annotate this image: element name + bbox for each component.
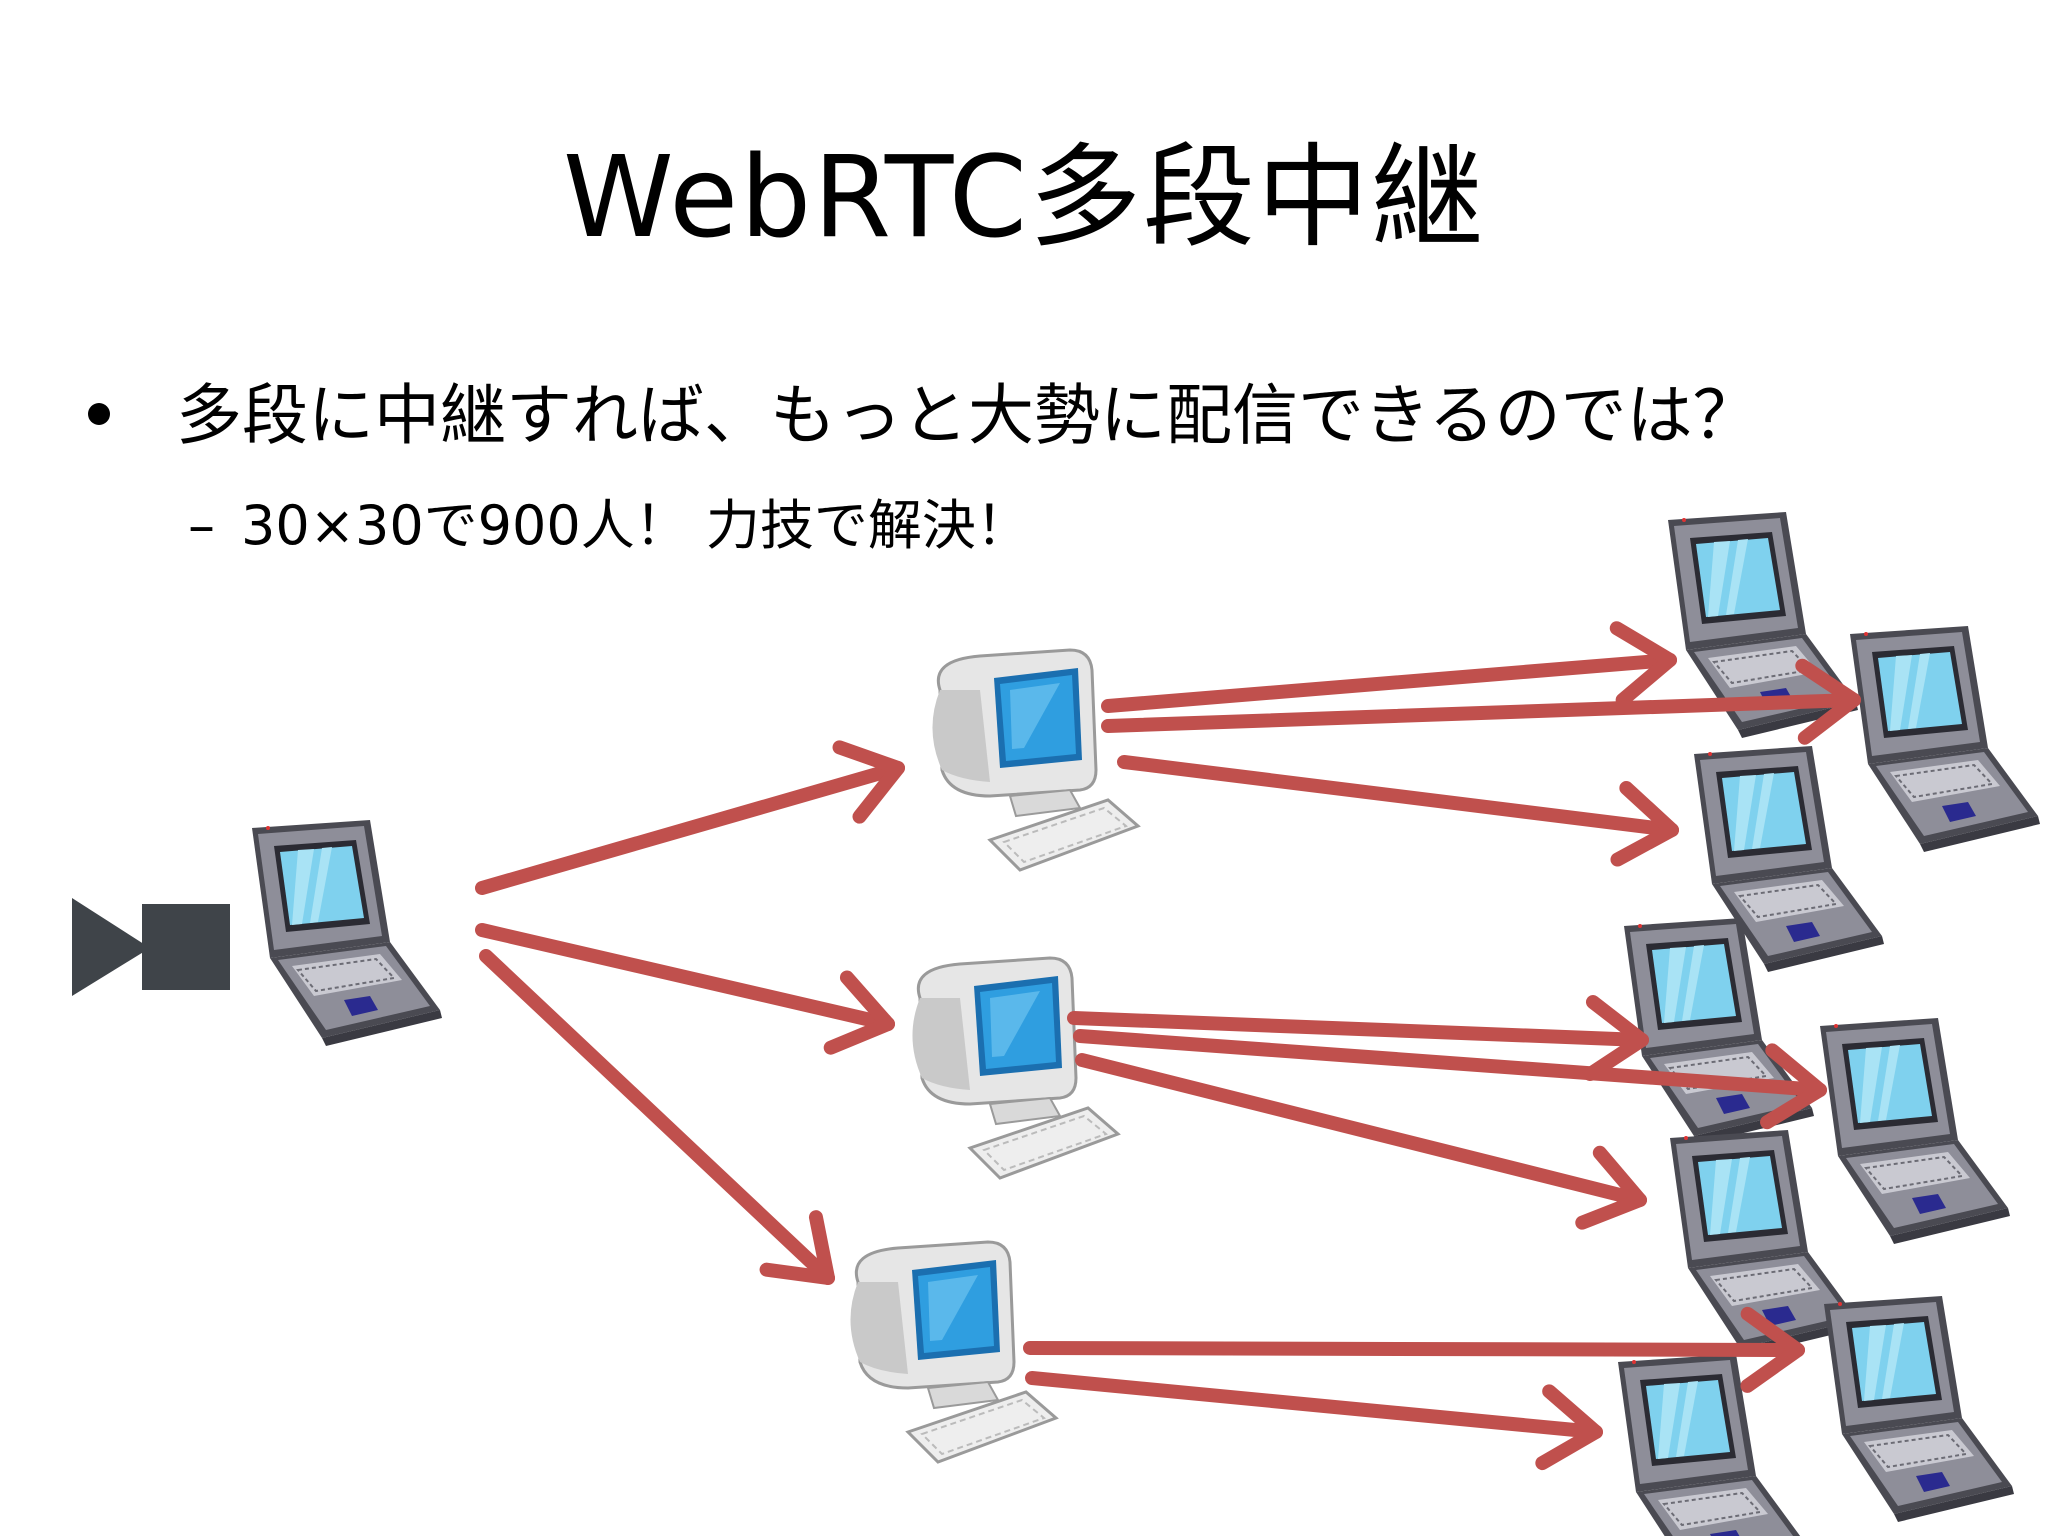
relay-arrow-line — [1073, 1029, 1827, 1097]
relay-arrow-head — [759, 1210, 835, 1285]
relay-arrow-head — [1535, 1384, 1603, 1471]
relay-arrow-head — [1610, 781, 1679, 867]
relay-arrow-line — [1025, 1371, 1603, 1439]
relay-arrow-line — [1101, 653, 1677, 713]
viewer-laptop-icon-5 — [1819, 1017, 2011, 1245]
sub-bullet-item: –30×30で900人！ 力技で解決！ — [188, 488, 1030, 564]
relay-arrow-line — [1067, 1011, 1649, 1047]
viewer-laptop-icon-2 — [1849, 625, 2041, 853]
relay-arrows — [475, 621, 1861, 1471]
source-laptop-icon — [251, 819, 443, 1047]
sub-bullet-dash: – — [188, 494, 215, 557]
relay-arrow-head — [1609, 621, 1677, 708]
relay-arrow-head — [832, 740, 905, 824]
relay-arrow-head — [1795, 658, 1861, 745]
record-play-icon — [72, 898, 230, 996]
viewer-laptop-icon-7 — [1823, 1295, 2015, 1523]
relay-arrow-line — [1023, 1341, 1805, 1357]
slide-title: WebRTC多段中継 — [563, 133, 1485, 263]
bullet-text: 多段に中継すれば、もっと大勢に配信できるのでは？ — [176, 377, 1759, 454]
viewer-laptop-icon-8 — [1617, 1353, 1809, 1536]
relay-arrow-line — [479, 949, 835, 1285]
relay-monitor-icon-1 — [930, 648, 1140, 872]
relay-arrow-head — [1583, 995, 1649, 1082]
relay-arrow-line — [1075, 1053, 1647, 1207]
bullet-item: 多段に中継すれば、もっと大勢に配信できるのでは？ — [88, 370, 1759, 462]
sub-bullet-text: 30×30で900人！ 力技で解決！ — [241, 494, 1030, 557]
relay-arrow-line — [1101, 693, 1861, 733]
relay-arrow-line — [475, 761, 905, 895]
relay-arrow-head — [823, 970, 895, 1055]
relay-arrow-head — [1760, 1043, 1827, 1130]
relay-arrow-head — [1740, 1306, 1805, 1393]
relay-arrow-head — [1575, 1145, 1647, 1230]
bullet-dot — [88, 402, 110, 425]
relay-arrow-line — [475, 923, 895, 1031]
relay-arrow-line — [1117, 755, 1679, 837]
